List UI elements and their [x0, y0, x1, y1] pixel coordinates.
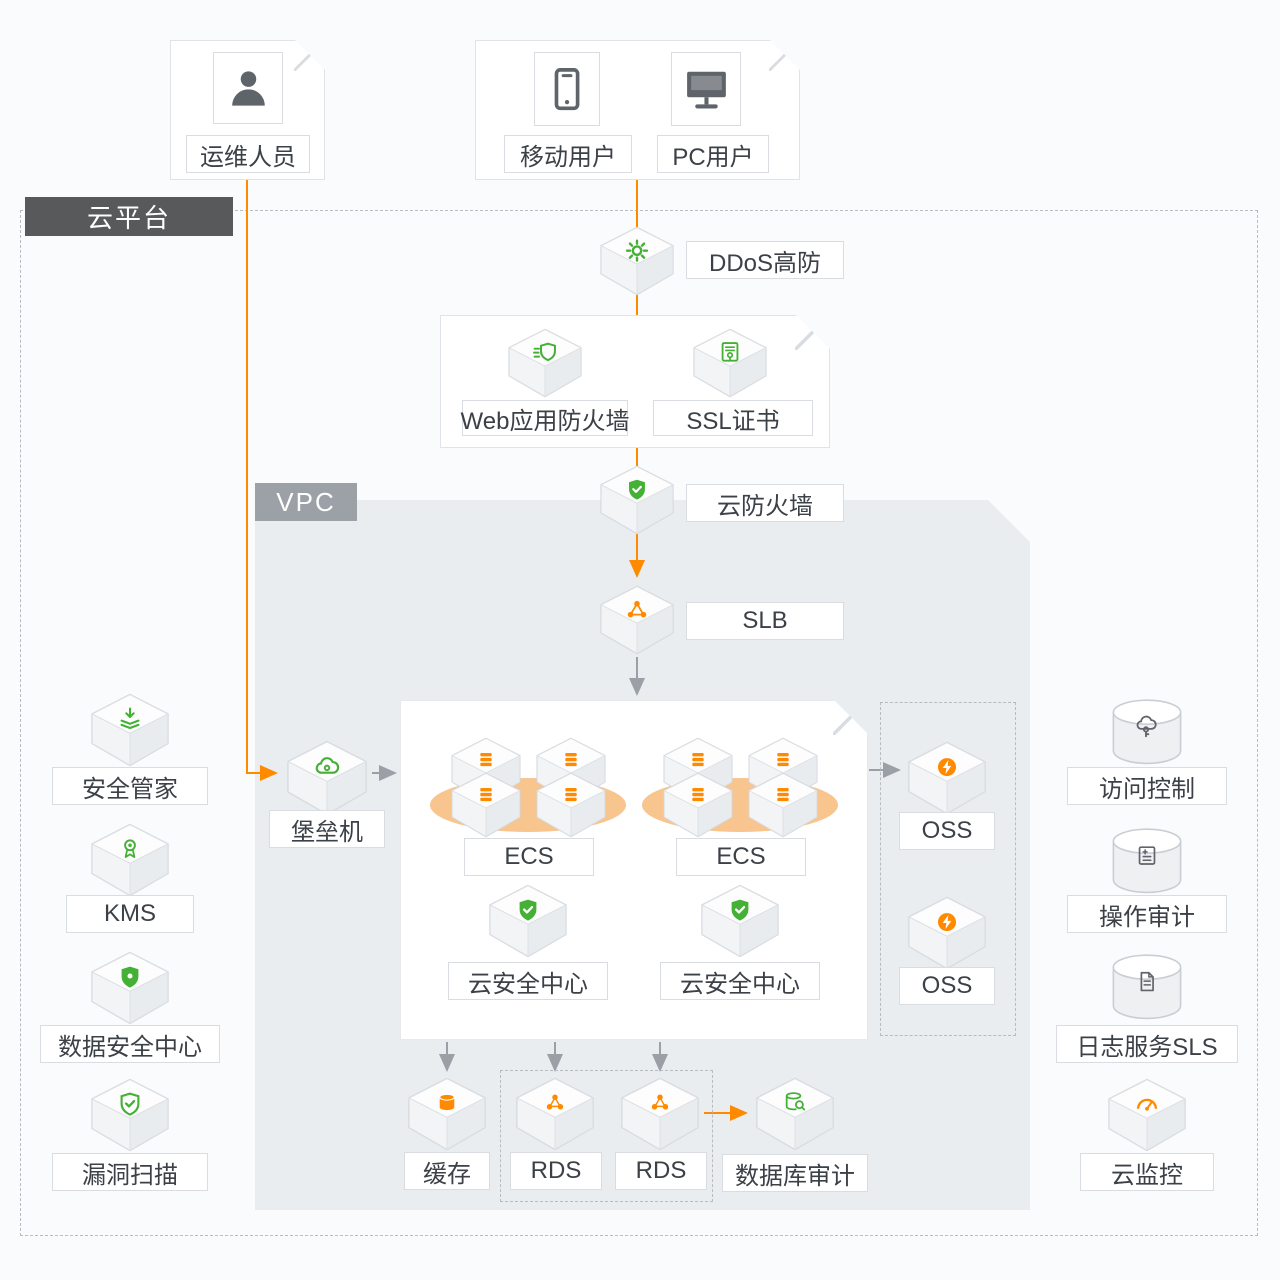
vuln-scan-icon: [88, 1078, 172, 1152]
mobile-user-label: 移动用户: [504, 135, 632, 173]
rds-group: [500, 1070, 713, 1202]
ops-user-label: 运维人员: [186, 135, 310, 173]
db-audit-node: [753, 1077, 837, 1151]
db-audit-icon: [753, 1077, 837, 1151]
kms-icon: [88, 823, 172, 897]
cache-icon: [405, 1077, 489, 1151]
oss2-label: OSS: [899, 967, 995, 1005]
waf-icon: [505, 328, 585, 398]
server-icon: [532, 772, 610, 838]
db-audit-label: 数据库审计: [722, 1154, 868, 1192]
csc2-node: [698, 884, 782, 958]
cloud-firewall-label: 云防火墙: [686, 484, 844, 522]
cloud-monitor-node: [1105, 1078, 1189, 1152]
cloud-firewall-node: [597, 465, 677, 535]
ecs2-server-c: [659, 772, 737, 838]
csc1-label: 云安全中心: [448, 962, 608, 1000]
oss-icon: [905, 741, 989, 815]
ddos-node: [597, 226, 677, 296]
ddos-icon: [597, 226, 677, 296]
rds1-label: RDS: [510, 1152, 602, 1190]
cloud-platform-boundary: [20, 210, 1258, 1236]
rds1-node: [513, 1077, 597, 1151]
ecs1-label: ECS: [464, 838, 594, 876]
bastion-icon: [284, 740, 370, 816]
pc-user-label: PC用户: [657, 135, 769, 173]
slb-label: SLB: [686, 602, 844, 640]
cloud-monitor-icon: [1105, 1078, 1189, 1152]
waf-label: Web应用防火墙: [461, 400, 629, 436]
data-security-node: [88, 951, 172, 1025]
ecs1-server-d: [532, 772, 610, 838]
mobile-user-icon: [534, 52, 600, 126]
security-manager-node: [88, 693, 172, 767]
actiontrail-label: 操作审计: [1067, 895, 1227, 933]
actiontrail-node: [1107, 824, 1187, 900]
pc-user-icon: [671, 52, 741, 126]
cache-node: [405, 1077, 489, 1151]
oss1-node: [905, 741, 989, 815]
log-service-icon: [1107, 950, 1187, 1026]
csc1-node: [486, 884, 570, 958]
csc2-label: 云安全中心: [660, 962, 820, 1000]
sls-node: [1107, 950, 1187, 1026]
data-security-label: 数据安全中心: [40, 1025, 220, 1063]
vuln-scan-label: 漏洞扫描: [52, 1153, 208, 1191]
server-icon: [447, 772, 525, 838]
ops-user-icon: [213, 52, 283, 124]
slb-node: [597, 585, 677, 655]
security-center-icon: [698, 884, 782, 958]
actiontrail-icon: [1107, 824, 1187, 900]
monitor-icon: [682, 61, 731, 117]
ram-node: [1107, 695, 1187, 771]
person-icon: [224, 61, 273, 116]
ddos-label: DDoS高防: [686, 241, 844, 279]
oss2-node: [905, 896, 989, 970]
rds2-node: [618, 1077, 702, 1151]
kms-label: KMS: [66, 895, 194, 933]
ssl-certificate-icon: [690, 328, 770, 398]
vuln-scan-node: [88, 1078, 172, 1152]
bastion-node: [284, 740, 370, 816]
slb-icon: [597, 585, 677, 655]
data-security-icon: [88, 951, 172, 1025]
rds-icon: [618, 1077, 702, 1151]
security-manager-icon: [88, 693, 172, 767]
security-manager-label: 安全管家: [52, 767, 208, 805]
rds2-label: RDS: [615, 1152, 707, 1190]
ssl-node: [690, 328, 770, 398]
ecs2-label: ECS: [676, 838, 806, 876]
rds-icon: [513, 1077, 597, 1151]
server-icon: [659, 772, 737, 838]
ram-label: 访问控制: [1067, 767, 1227, 805]
oss-icon: [905, 896, 989, 970]
cloud-monitor-label: 云监控: [1080, 1153, 1214, 1191]
access-control-icon: [1107, 695, 1187, 771]
kms-node: [88, 823, 172, 897]
oss1-label: OSS: [899, 812, 995, 850]
cache-label: 缓存: [404, 1152, 490, 1190]
ecs2-server-d: [744, 772, 822, 838]
phone-icon: [544, 61, 590, 117]
cloud-firewall-icon: [597, 465, 677, 535]
oss-group: [880, 702, 1016, 1036]
server-icon: [744, 772, 822, 838]
waf-node: [505, 328, 585, 398]
sls-label: 日志服务SLS: [1056, 1025, 1238, 1063]
ecs1-server-c: [447, 772, 525, 838]
vpc-banner: VPC: [255, 483, 357, 521]
bastion-label: 堡垒机: [269, 810, 385, 848]
cloud-platform-banner: 云平台: [25, 197, 233, 236]
security-center-icon: [486, 884, 570, 958]
ssl-label: SSL证书: [653, 400, 813, 436]
